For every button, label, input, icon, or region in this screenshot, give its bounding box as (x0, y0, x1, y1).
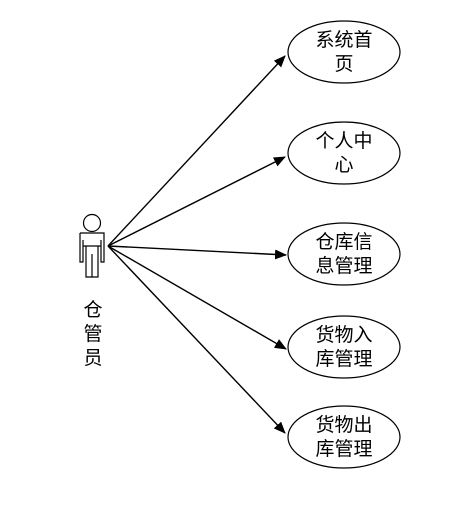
use-case-ellipse-1 (287, 20, 401, 84)
use-case-ellipse-2 (287, 121, 401, 185)
use-case-label-line: 息管理 (315, 255, 373, 277)
use-case-ellipse-5 (287, 405, 401, 469)
use-case-ellipse-4 (287, 315, 401, 379)
use-case-label-line: 货物出 (315, 414, 373, 436)
use-case-label-line: 库管理 (315, 348, 373, 370)
association-arrow-5 (107, 245, 286, 434)
actor-icon (79, 213, 105, 278)
use-case-label-3: 仓库信 息管理 (289, 230, 399, 278)
use-case-label-line: 页 (334, 53, 354, 75)
use-case-label-line: 心 (334, 154, 354, 176)
use-case-label-line: 库管理 (315, 438, 373, 460)
actor-label-line: 管 (83, 323, 103, 345)
use-case-label-2: 个人中 心 (289, 129, 399, 177)
association-arrow-3 (107, 245, 287, 260)
use-case-label-line: 个人中 (315, 130, 373, 152)
use-case-label-4: 货物入 库管理 (289, 323, 399, 371)
association-arrow-2 (107, 156, 286, 247)
use-case-label-5: 货物出 库管理 (289, 413, 399, 461)
association-arrow-4 (107, 245, 287, 350)
actor-label-line: 仓 (83, 299, 103, 321)
use-case-ellipse-3 (287, 222, 401, 286)
actor-label-line: 员 (83, 347, 103, 369)
association-arrow-1 (107, 55, 286, 247)
use-case-label-line: 货物入 (315, 324, 373, 346)
use-case-label-line: 系统首 (315, 29, 373, 51)
actor-label: 仓 管 员 (74, 298, 112, 370)
use-case-label-1: 系统首 页 (289, 28, 399, 76)
use-case-label-line: 仓库信 (315, 231, 373, 253)
